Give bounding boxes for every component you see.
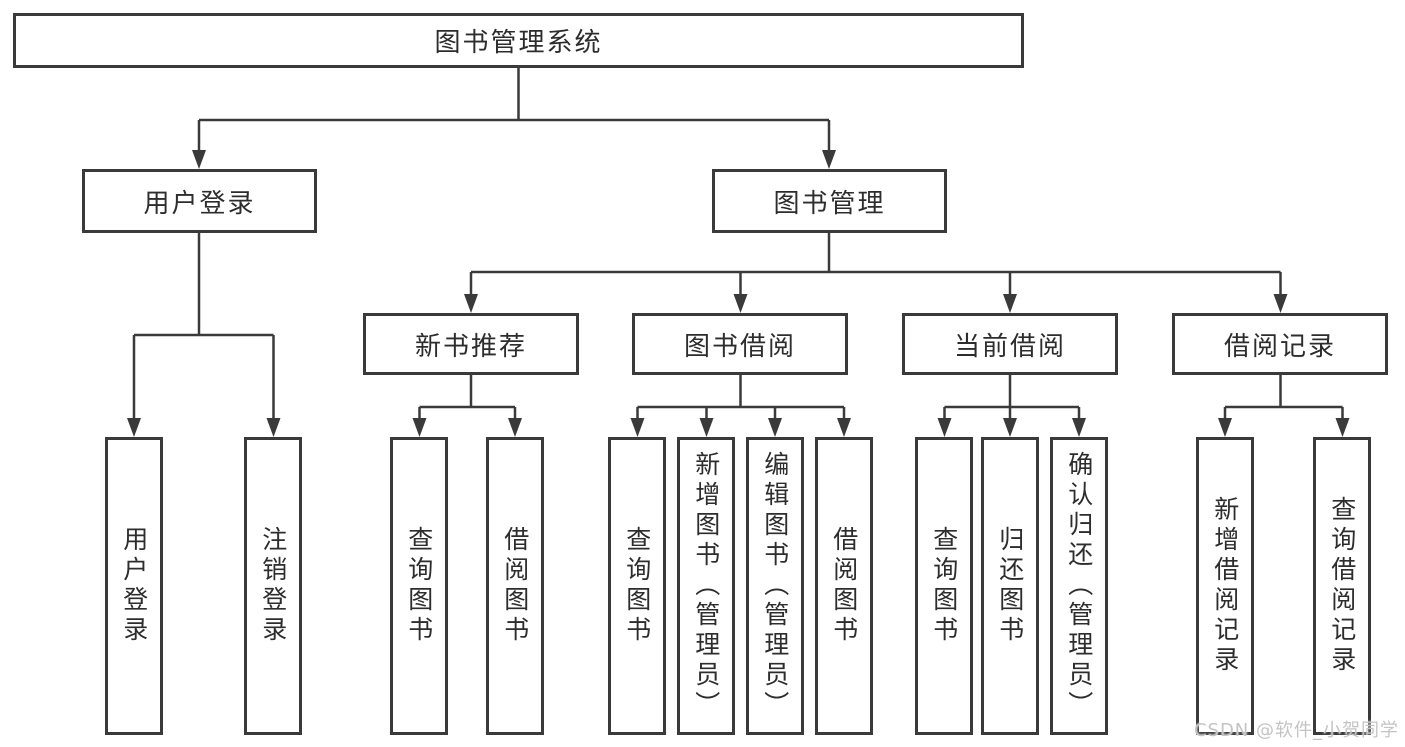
arrow-icon: [1003, 294, 1017, 313]
arrow-icon: [822, 150, 836, 169]
node-book-borrowing: 图书借阅: [632, 313, 848, 375]
leaf-query-books-recommend: 查询图书: [390, 437, 448, 735]
arrow-icon: [837, 418, 851, 437]
node-library-system: 图书管理系统: [13, 13, 1024, 68]
leaf-confirm-return-admin: 确认归还（管理员）: [1050, 437, 1108, 735]
leaf-borrow-books: 借阅图书: [815, 437, 873, 735]
arrow-icon: [266, 418, 281, 437]
arrow-icon: [1218, 418, 1232, 437]
arrow-icon: [630, 418, 645, 437]
leaf-borrow-books-recommend: 借阅图书: [486, 437, 544, 735]
arrow-icon: [192, 150, 206, 169]
arrow-icon: [1072, 418, 1086, 437]
arrow-icon: [768, 418, 782, 437]
leaf-return-book: 归还图书: [981, 437, 1039, 735]
leaf-add-borrow-record: 新增借阅记录: [1196, 437, 1254, 735]
arrow-icon: [412, 418, 427, 437]
arrow-icon: [1273, 294, 1288, 313]
arrow-icon: [508, 418, 522, 437]
arrow-icon: [1003, 418, 1017, 437]
arrow-icon: [733, 294, 748, 313]
leaf-logout: 注销登录: [244, 437, 302, 735]
watermark: CSDN @软件_小贺同学: [1193, 720, 1399, 741]
arrow-icon: [464, 294, 478, 313]
leaf-edit-book-admin: 编辑图书（管理员）: [746, 437, 804, 735]
node-borrowing-records: 借阅记录: [1172, 313, 1388, 375]
arrow-icon: [127, 418, 141, 437]
node-current-borrowing: 当前借阅: [902, 313, 1118, 375]
node-book-management: 图书管理: [712, 169, 947, 233]
leaf-query-borrow-record: 查询借阅记录: [1313, 437, 1371, 735]
leaf-add-book-admin: 新增图书（管理员）: [677, 437, 735, 735]
arrow-icon: [699, 418, 714, 437]
arrow-icon: [1335, 418, 1350, 437]
node-user-login: 用户登录: [82, 169, 317, 233]
leaf-query-books-current: 查询图书: [915, 437, 973, 735]
leaf-query-books-borrowing: 查询图书: [608, 437, 666, 735]
leaf-user-login: 用户登录: [105, 437, 163, 735]
arrow-icon: [937, 418, 952, 437]
node-new-book-recommend: 新书推荐: [363, 313, 579, 375]
